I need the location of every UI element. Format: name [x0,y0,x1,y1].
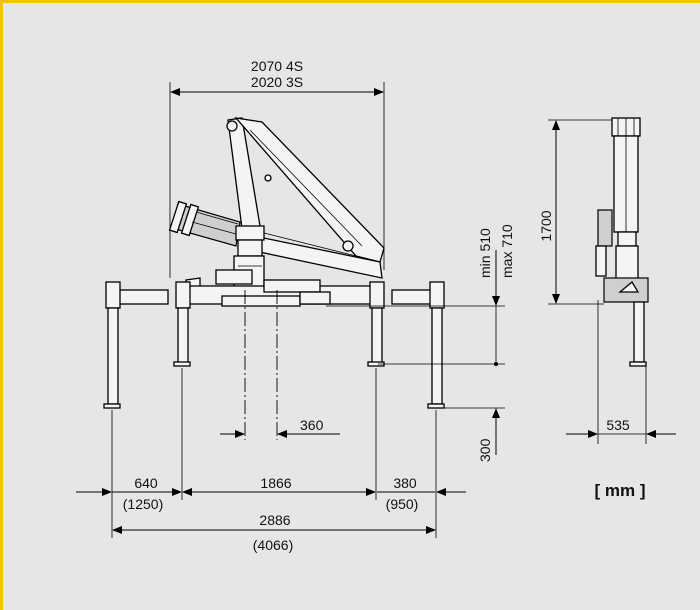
front-view [76,82,505,538]
extension-cylinder [168,200,241,247]
units-label: [ mm ] [595,481,646,500]
label-right-reach-ext: (950) [386,496,419,512]
label-width-3s: 2020 3S [251,74,303,90]
label-total-width: 2886 [259,512,290,528]
label-outrigger-drop: 300 [477,438,493,462]
label-height-max: max 710 [499,224,515,278]
label-base-width: 1866 [260,475,291,491]
side-view [548,117,676,444]
label-width-4s: 2070 4S [251,58,303,74]
label-height-min: min 510 [477,228,493,278]
label-side-width: 535 [606,417,630,433]
label-side-height: 1700 [538,210,554,241]
label-left-reach-ext: (1250) [123,496,163,512]
base-frame [185,269,379,307]
left-outrigger [103,281,191,409]
label-center-offset: 360 [300,417,324,433]
label-left-reach: 640 [134,475,158,491]
label-right-reach: 380 [393,475,417,491]
right-outrigger [367,281,445,409]
label-total-width-ext: (4066) [253,537,293,553]
